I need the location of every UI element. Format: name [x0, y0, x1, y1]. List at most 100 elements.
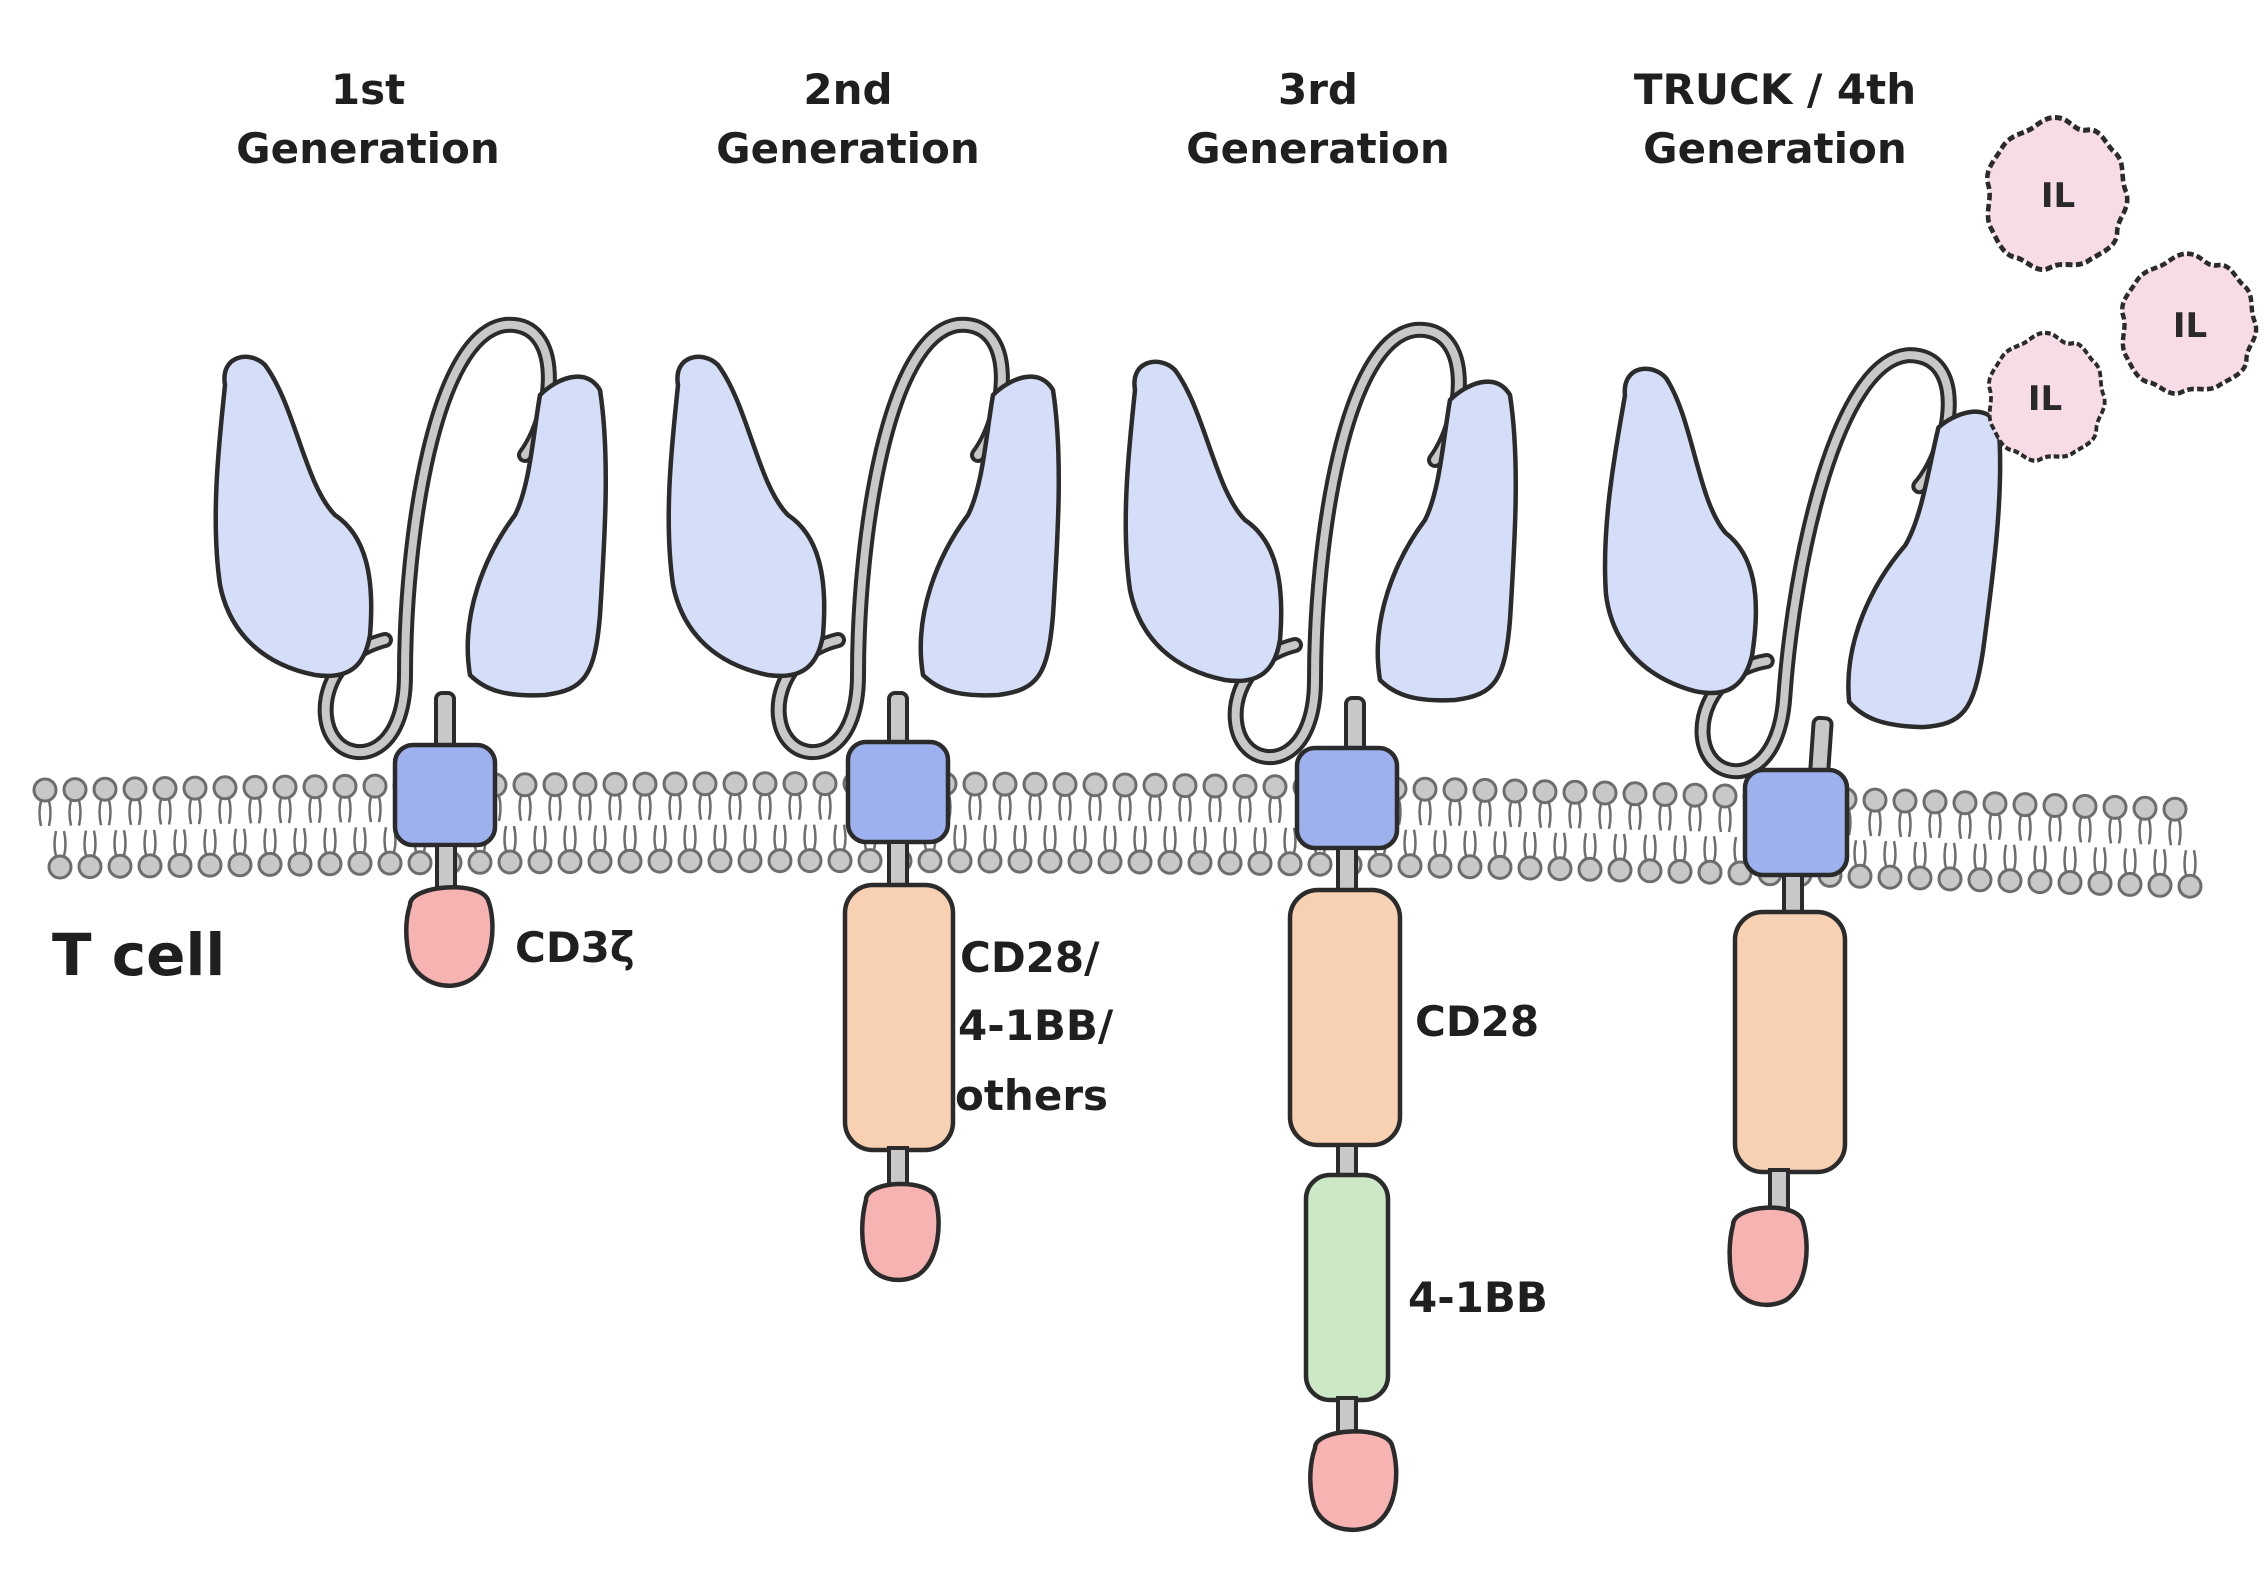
- lipid-head-inner: [1637, 833, 1663, 884]
- transmembrane-domain-gen3: [1294, 745, 1400, 851]
- lipid-head-inner: [1217, 825, 1243, 876]
- generation-titles: 1st Generation 2nd Generation 3rd Genera…: [236, 65, 1916, 173]
- lipid-head-inner: [1997, 843, 2023, 894]
- lipid-head-outer: [512, 772, 538, 823]
- lipid-head-outer: [602, 771, 628, 822]
- lipid-head-outer: [692, 771, 718, 822]
- lipid-head-inner: [1577, 831, 1603, 882]
- lipid-head-inner: [1187, 825, 1213, 876]
- lipid-head-outer: [1622, 781, 1648, 832]
- cd28-domain-gen3: [1287, 887, 1403, 1148]
- lipid-head-outer: [1232, 773, 1258, 824]
- lipid-head-outer: [1532, 779, 1558, 830]
- gen4-title-line2: Generation: [1643, 124, 1907, 173]
- gen3-title-line2: Generation: [1186, 124, 1450, 173]
- lipid-head-inner: [1247, 825, 1273, 876]
- lipid-head-outer: [92, 776, 118, 827]
- lipid-head-inner: [947, 823, 973, 874]
- label-costim-line3: others: [955, 1071, 1108, 1120]
- label-4-1bb: 4-1BB: [1408, 1273, 1548, 1322]
- lipid-head-inner: [1607, 832, 1633, 883]
- gen2-title-line2: Generation: [716, 124, 980, 173]
- lipid-head-inner: [107, 828, 133, 879]
- lipid-head-inner: [2147, 847, 2173, 898]
- lipid-head-inner: [1007, 823, 1033, 874]
- lipid-head-outer: [2162, 796, 2188, 847]
- linker-gen3a: [1336, 846, 1358, 895]
- label-costim-line2: 4-1BB/: [958, 1001, 1114, 1050]
- t-cell-label: T cell: [52, 921, 225, 989]
- lipid-head-outer: [752, 771, 778, 822]
- lipid-head-outer: [812, 771, 838, 822]
- lipid-head-outer: [992, 771, 1018, 822]
- lipid-head-outer: [1952, 790, 1978, 841]
- transmembrane-domain-gen4: [1742, 767, 1850, 878]
- linker-gen3b: [1336, 1143, 1358, 1179]
- car-gen1: [216, 325, 606, 988]
- lipid-head-inner: [2117, 846, 2143, 897]
- lipid-head-outer: [1862, 787, 1888, 838]
- lipid-head-inner: [977, 823, 1003, 874]
- lipid-head-outer: [212, 775, 238, 826]
- gen3-title-line1: 3rd: [1278, 65, 1358, 114]
- lipid-head-outer: [122, 776, 148, 827]
- il-label-2: IL: [2173, 306, 2207, 346]
- fourbb-domain-gen3: [1303, 1172, 1391, 1403]
- transmembrane-domain-gen1: [392, 742, 498, 848]
- lipid-head-inner: [677, 823, 703, 874]
- car-gen2: [669, 325, 1059, 1283]
- gen1-title-line1: 1st: [331, 65, 405, 114]
- costim-domain-gen4: [1732, 909, 1848, 1175]
- lipid-head-inner: [1037, 823, 1063, 874]
- label-cd28: CD28: [1415, 997, 1539, 1046]
- lipid-head-outer: [1022, 771, 1048, 822]
- lipid-head-inner: [1427, 828, 1453, 879]
- costim-domain-gen2: [842, 882, 956, 1153]
- cell-membrane-bilayer: [32, 771, 2203, 899]
- car-gen4: [1584, 335, 2009, 1308]
- lipid-head-outer: [2012, 792, 2038, 843]
- lipid-head-inner: [2027, 844, 2053, 895]
- linker-gen2a: [887, 840, 909, 889]
- lipid-head-outer: [242, 774, 268, 825]
- lipid-head-outer: [152, 776, 178, 826]
- lipid-head-outer: [1982, 791, 2008, 842]
- lipid-head-inner: [47, 829, 73, 880]
- lipid-head-outer: [1682, 782, 1708, 833]
- lipid-head-inner: [797, 823, 823, 874]
- lipid-head-outer: [662, 771, 688, 822]
- lipid-head-outer: [1082, 772, 1108, 823]
- lipid-head-inner: [707, 823, 733, 874]
- lipid-head-outer: [332, 773, 358, 824]
- lipid-head-outer: [782, 771, 808, 822]
- domain-labels: CD3ζ CD28/ 4-1BB/ others CD28 4-1BB: [515, 923, 1548, 1322]
- lipid-head-inner: [137, 828, 163, 879]
- lipid-head-outer: [1502, 778, 1528, 829]
- lipid-head-outer: [1562, 779, 1588, 830]
- lipid-head-outer: [1412, 776, 1438, 827]
- lipid-head-outer: [272, 774, 298, 825]
- label-cd3z: CD3ζ: [515, 923, 635, 972]
- lipid-head-inner: [587, 823, 613, 874]
- lipid-head-inner: [347, 825, 373, 876]
- lipid-head-outer: [362, 773, 388, 824]
- lipid-head-inner: [2057, 845, 2083, 895]
- linker-gen1: [435, 843, 457, 892]
- lipid-head-inner: [287, 826, 313, 877]
- lipid-head-outer: [632, 771, 658, 822]
- lipid-head-inner: [1967, 842, 1993, 893]
- transmembrane-domain-gen2: [845, 739, 951, 845]
- lipid-head-inner: [317, 826, 343, 877]
- lipid-head-inner: [617, 823, 643, 874]
- interleukins: IL IL IL: [1987, 118, 2256, 461]
- lipid-head-inner: [527, 824, 553, 875]
- lipid-head-outer: [2132, 795, 2158, 846]
- lipid-head-outer: [1892, 788, 1918, 839]
- lipid-head-inner: [2087, 845, 2113, 896]
- lipid-head-inner: [557, 824, 583, 875]
- lipid-head-outer: [32, 777, 58, 828]
- lipid-head-inner: [227, 827, 253, 878]
- linker-gen4a: [1782, 873, 1804, 917]
- lipid-head-outer: [1712, 783, 1738, 834]
